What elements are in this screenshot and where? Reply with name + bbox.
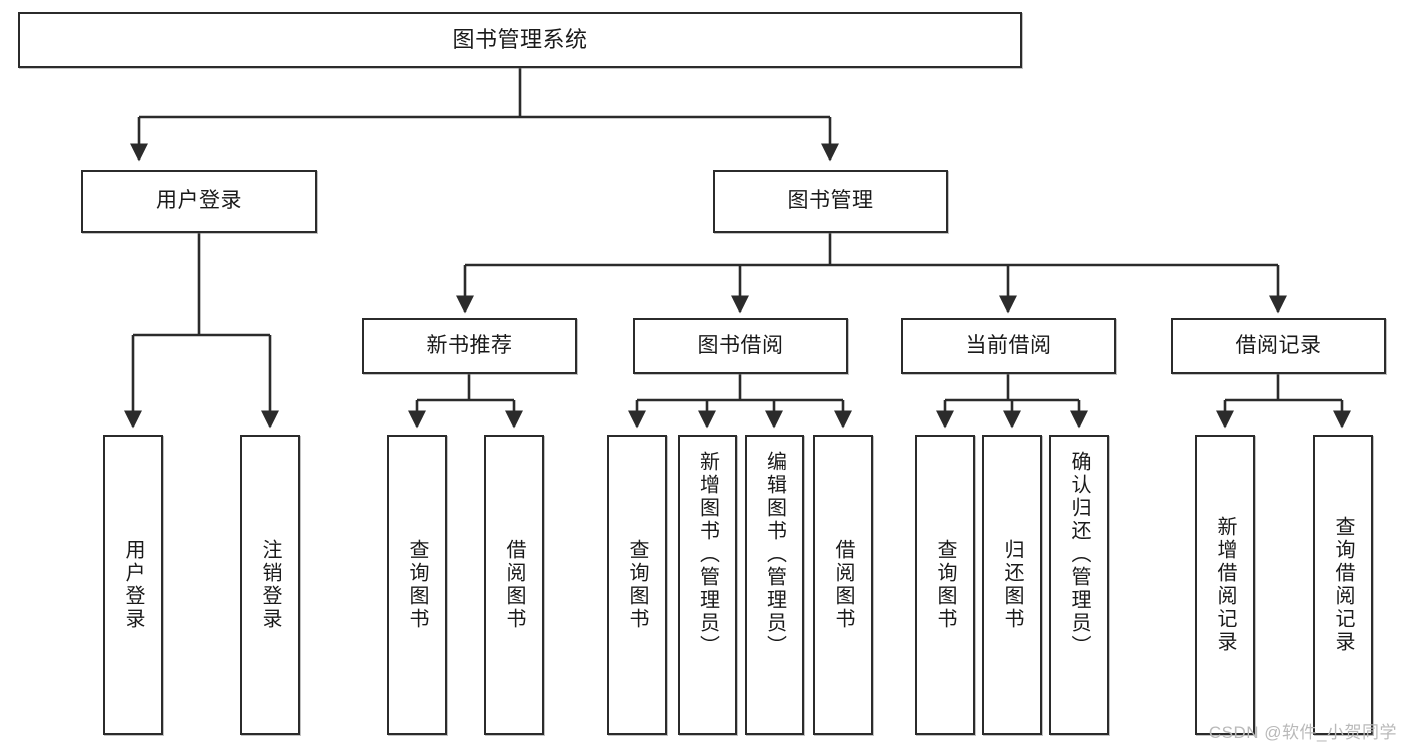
leaf-edit-book[interactable]: 编辑图书（管理员）: [745, 435, 804, 735]
node-label: 查询借阅记录: [1332, 516, 1354, 654]
node-label: 编辑图书（管理员）: [763, 451, 786, 658]
node-user-login[interactable]: 用户登录: [81, 170, 317, 233]
node-label: 新增图书（管理员）: [696, 451, 719, 658]
node-label: 注销登录: [259, 539, 281, 631]
csdn-watermark: CSDN @软件_小贺同学: [1208, 723, 1397, 742]
node-label: 用户登录: [122, 539, 144, 631]
node-book-manage[interactable]: 图书管理: [713, 170, 948, 233]
leaf-query-book-1[interactable]: 查询图书: [387, 435, 447, 735]
leaf-borrow-book-2[interactable]: 借阅图书: [813, 435, 873, 735]
node-label: 图书借阅: [697, 333, 784, 357]
leaf-add-book[interactable]: 新增图书（管理员）: [678, 435, 737, 735]
leaf-query-record[interactable]: 查询借阅记录: [1313, 435, 1373, 735]
node-book-borrow[interactable]: 图书借阅: [633, 318, 848, 374]
node-label: 查询图书: [934, 539, 956, 631]
leaf-confirm-return[interactable]: 确认归还（管理员）: [1049, 435, 1109, 735]
leaf-logout[interactable]: 注销登录: [240, 435, 300, 735]
leaf-return-book[interactable]: 归还图书: [982, 435, 1042, 735]
node-label: 归还图书: [1001, 539, 1023, 631]
node-label: 借阅图书: [503, 539, 525, 631]
node-label: 图书管理系统: [452, 27, 588, 53]
node-current-borrow[interactable]: 当前借阅: [901, 318, 1116, 374]
node-label: 新增借阅记录: [1214, 516, 1236, 654]
node-label: 确认归还（管理员）: [1068, 451, 1090, 658]
node-label: 图书管理: [787, 189, 874, 213]
node-label: 借阅图书: [832, 539, 854, 631]
node-label: 查询图书: [626, 539, 648, 631]
leaf-borrow-book-1[interactable]: 借阅图书: [484, 435, 544, 735]
leaf-query-book-2[interactable]: 查询图书: [607, 435, 667, 735]
node-label: 用户登录: [156, 189, 242, 213]
node-label: 新书推荐: [426, 333, 513, 357]
node-label: 当前借阅: [965, 333, 1052, 357]
node-label: 借阅记录: [1235, 333, 1322, 357]
node-label: 查询图书: [406, 539, 428, 631]
node-borrow-record[interactable]: 借阅记录: [1171, 318, 1386, 374]
leaf-add-record[interactable]: 新增借阅记录: [1195, 435, 1255, 735]
leaf-query-book-3[interactable]: 查询图书: [915, 435, 975, 735]
leaf-user-login[interactable]: 用户登录: [103, 435, 163, 735]
node-new-book-rec[interactable]: 新书推荐: [362, 318, 577, 374]
node-root-system[interactable]: 图书管理系统: [18, 12, 1022, 68]
